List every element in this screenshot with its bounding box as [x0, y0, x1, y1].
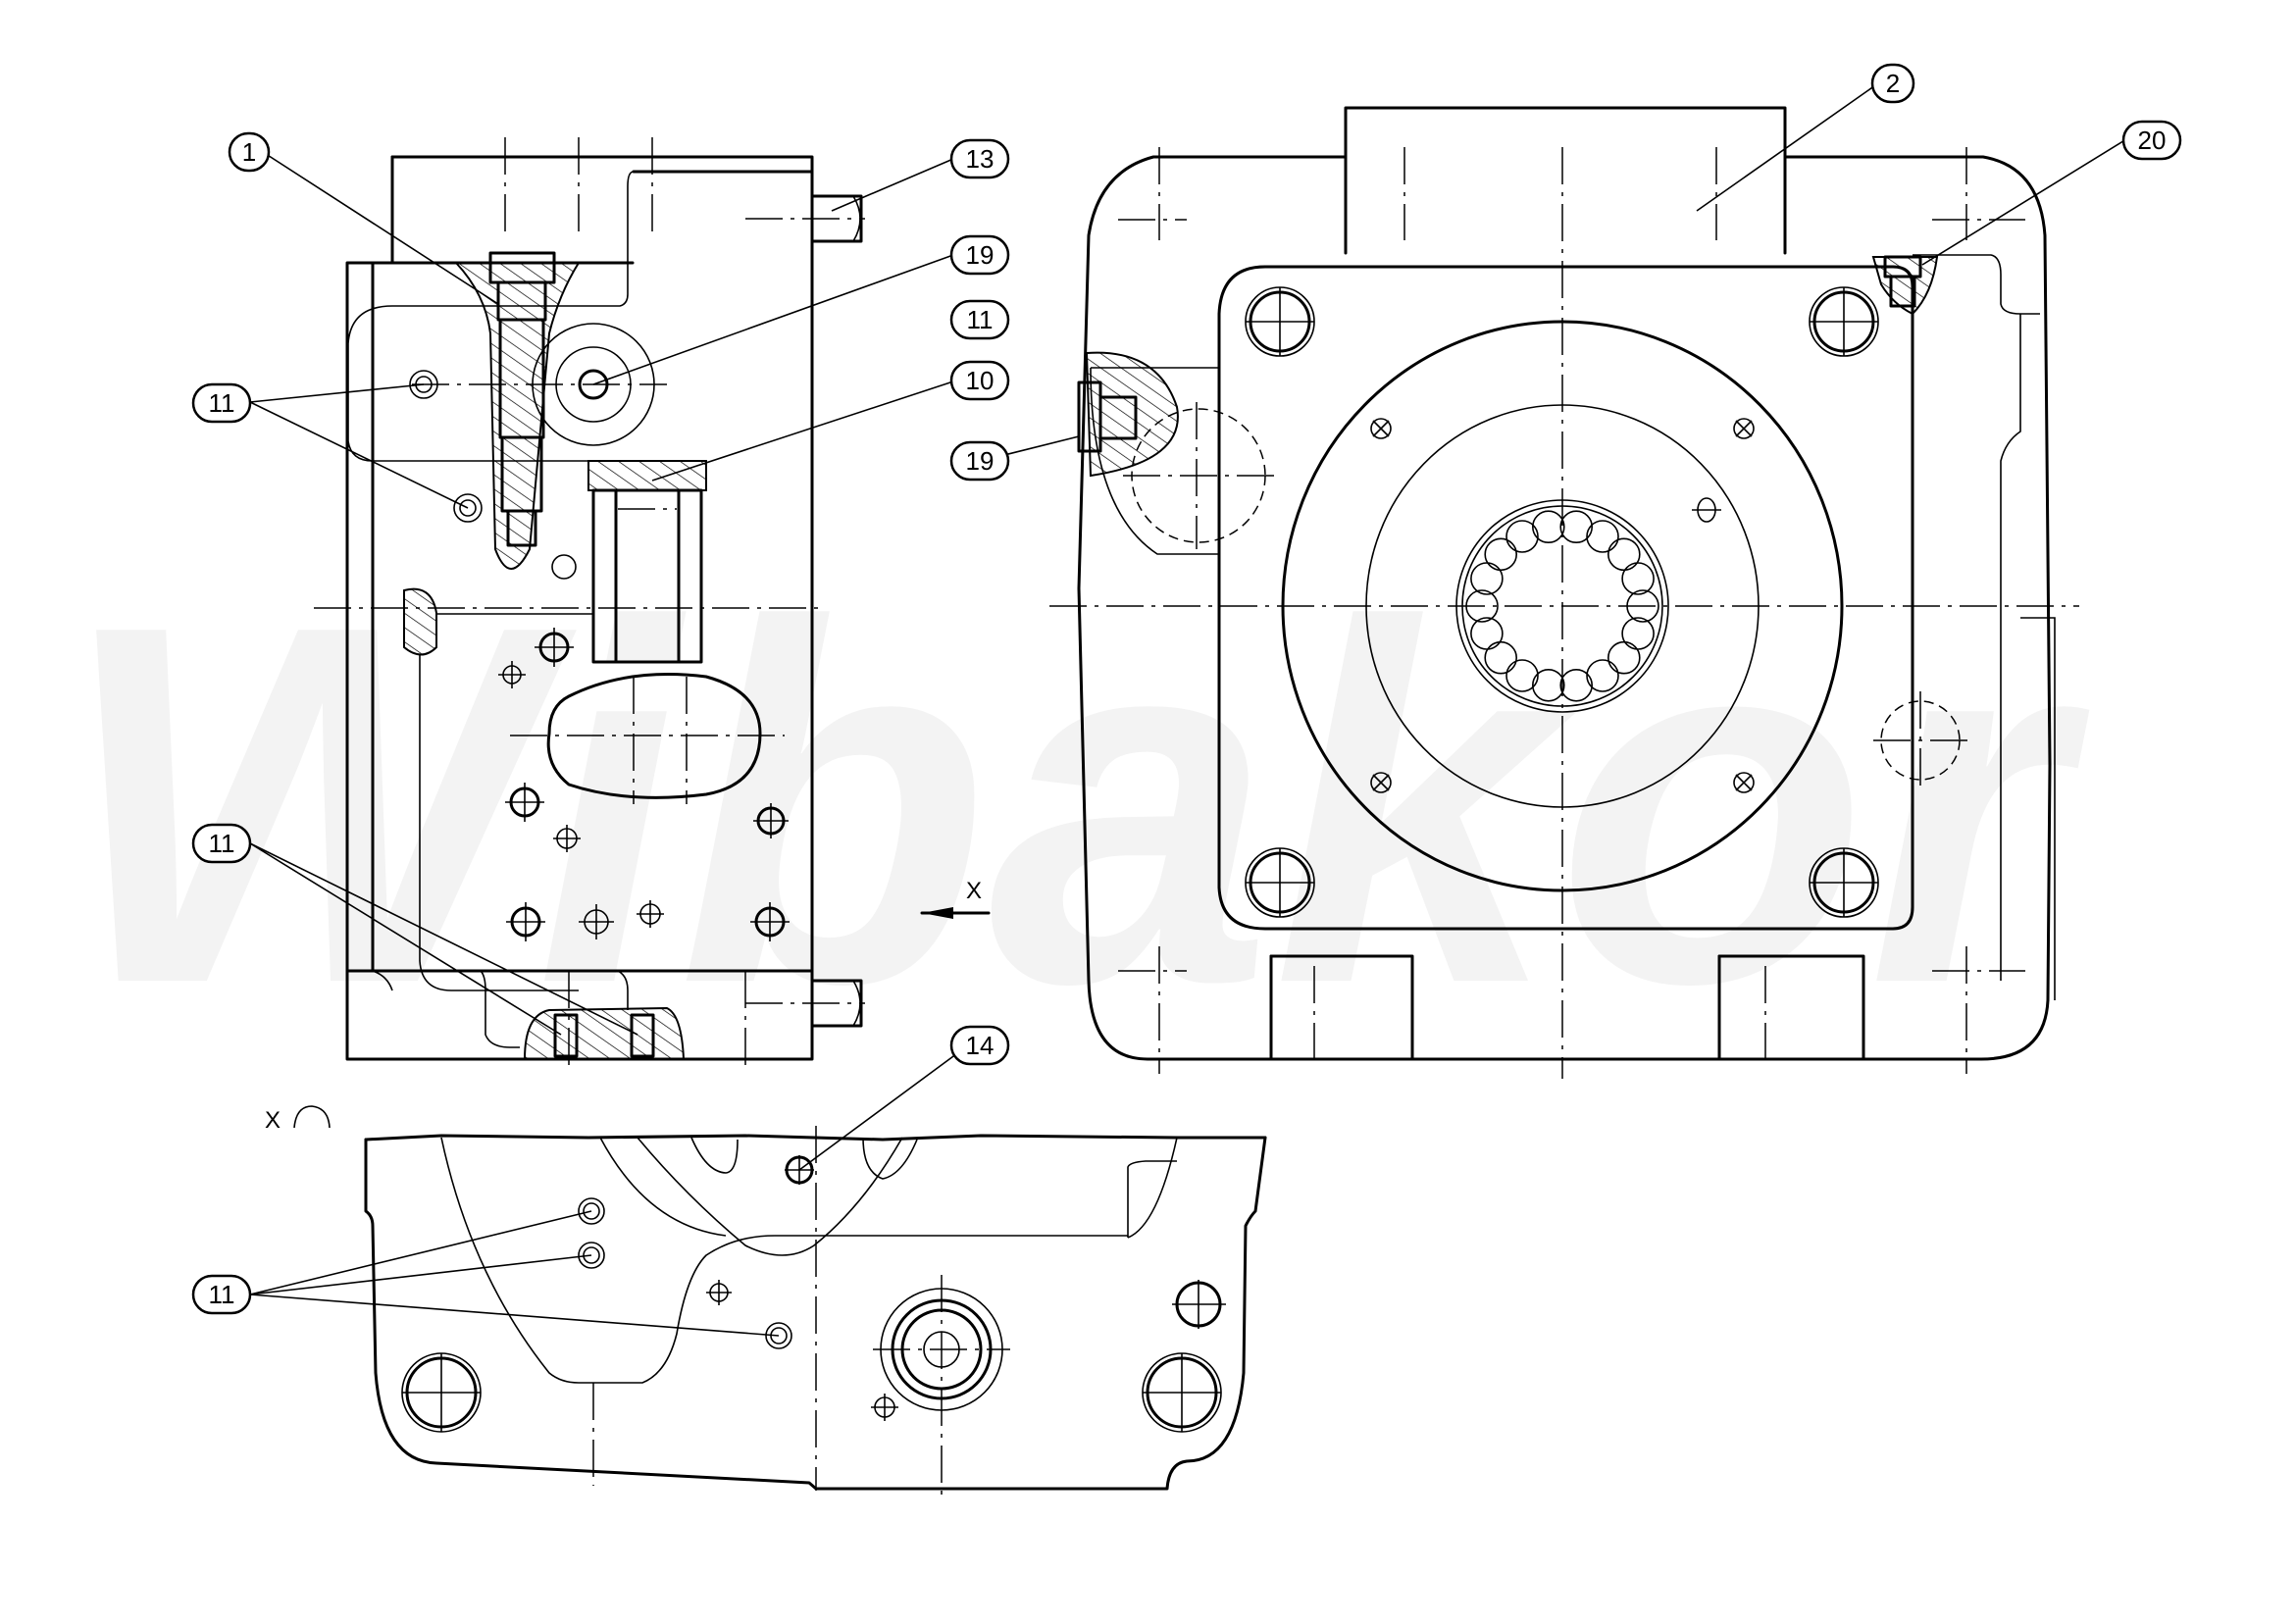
spline-tooth [1607, 640, 1641, 675]
callout-label: 11 [209, 1280, 235, 1309]
callout-label: 19 [966, 240, 995, 270]
spline-tooth [1621, 562, 1655, 595]
callout-1: 1 [228, 131, 271, 173]
front-view [1049, 106, 2079, 1079]
leader-lines [249, 82, 2127, 1337]
spline-teeth [1465, 510, 1659, 702]
spline-tooth [1559, 510, 1593, 544]
callout-label: 10 [966, 366, 995, 395]
side-section-view: X [314, 137, 991, 1069]
rotated-view-label: X [265, 1107, 281, 1134]
spline-tooth [1505, 520, 1539, 553]
callout-label: 11 [967, 305, 994, 334]
callout-11: 11 [191, 382, 252, 424]
callout-label: 14 [966, 1031, 995, 1060]
callout-11: 11 [949, 299, 1010, 340]
callout-label: 19 [966, 446, 995, 476]
callout-label: 11 [209, 829, 235, 858]
callout-10: 10 [949, 360, 1010, 401]
spline-tooth [1532, 668, 1565, 702]
callout-11: 11 [191, 823, 252, 864]
callout-19: 19 [949, 440, 1010, 482]
callout-13: 13 [949, 138, 1010, 179]
view-direction-label: X [966, 878, 982, 904]
callout-14: 14 [949, 1025, 1010, 1066]
watermark: Wibakor [59, 520, 2091, 1090]
spline-tooth [1505, 659, 1539, 692]
callout-label: 1 [242, 137, 256, 167]
spline-tooth [1559, 668, 1593, 702]
spline-tooth [1532, 510, 1565, 544]
view-x: X [265, 1105, 1267, 1500]
callout-19: 19 [949, 234, 1010, 276]
spline-tooth [1470, 617, 1504, 650]
callout-label: 2 [1886, 69, 1900, 98]
callout-label: 20 [2138, 126, 2167, 155]
spline-tooth [1586, 659, 1619, 692]
callout-label: 13 [966, 144, 995, 174]
callout-2: 2 [1870, 63, 1915, 104]
spline-tooth [1586, 520, 1619, 553]
callout-20: 20 [2121, 120, 2182, 161]
callout-label: 11 [209, 388, 235, 418]
callout-11: 11 [191, 1274, 252, 1315]
spline-tooth [1484, 537, 1517, 572]
